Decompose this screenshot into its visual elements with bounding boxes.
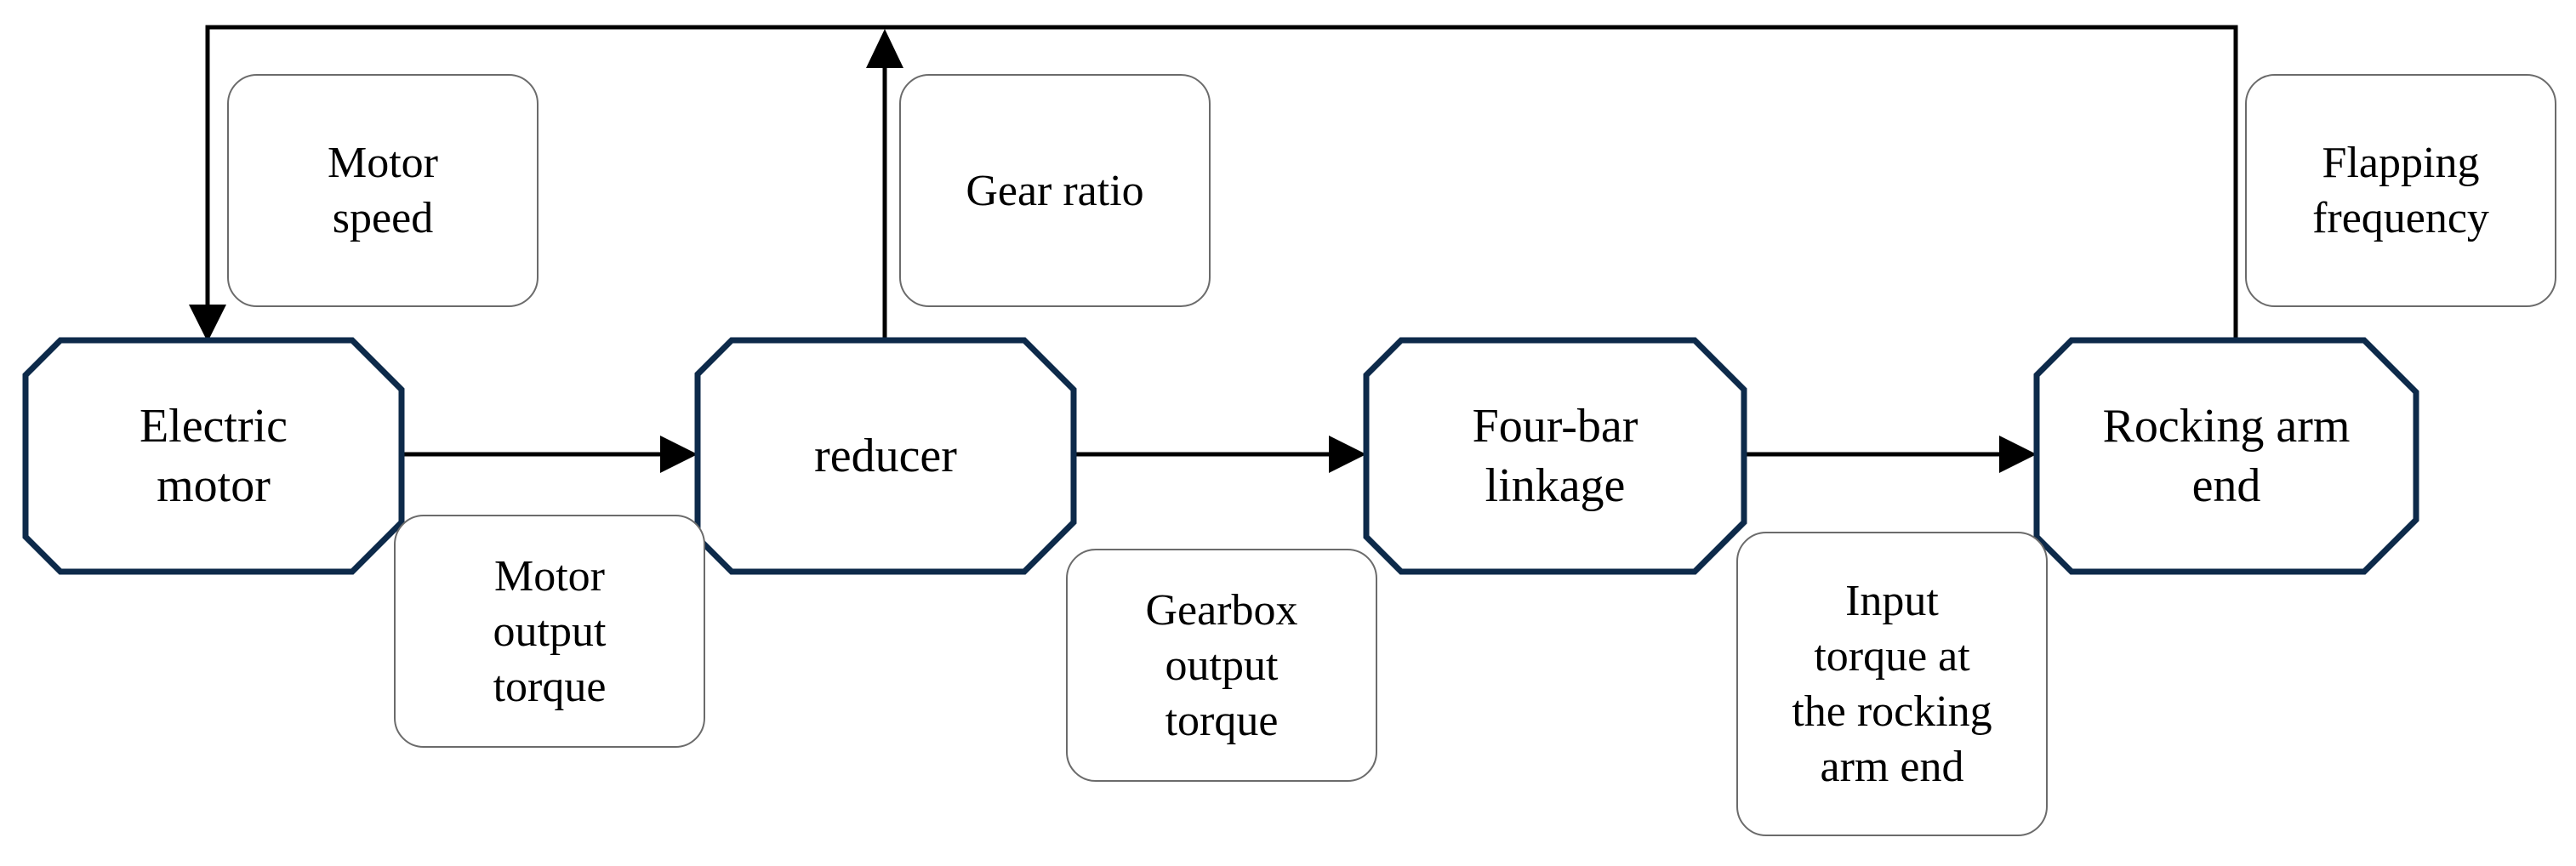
gear-ratio-label: Gear ratio — [966, 166, 1144, 215]
motor-output-torque-box — [394, 515, 705, 748]
reducer-up-arrowhead — [866, 29, 903, 68]
reducer-label: reducer — [814, 430, 957, 482]
motor-speed-box — [227, 74, 539, 307]
feedback-arrowhead — [189, 305, 226, 342]
arrow-linkage-to-arm-head — [1999, 436, 2037, 473]
input-torque-box — [1736, 532, 2048, 836]
rocking-arm-end-block — [2033, 337, 2419, 575]
electric-motor-block — [22, 337, 405, 575]
motor-speed-label: Motor speed — [328, 139, 438, 242]
input-torque-label: Input torque at the rocking arm end — [1792, 577, 1992, 791]
arrow-motor-to-reducer-head — [660, 436, 698, 473]
arrow-reducer-to-linkage-head — [1329, 436, 1366, 473]
motor-output-torque-label: Motor output torque — [493, 551, 607, 711]
gear-ratio-box — [899, 74, 1211, 307]
rocking-arm-end-label: Rocking arm end — [2102, 400, 2351, 512]
feedback-loop-line — [205, 25, 2238, 342]
four-bar-linkage-label: Four-bar linkage — [1472, 400, 1638, 512]
electric-motor-label: Electric motor — [139, 400, 288, 512]
flapping-frequency-box — [2245, 74, 2556, 307]
flapping-frequency-label: Flapping frequency — [2312, 139, 2489, 242]
reducer-block — [694, 337, 1077, 575]
gearbox-output-torque-box — [1066, 549, 1377, 782]
gearbox-output-torque-label: Gearbox output torque — [1145, 585, 1298, 745]
four-bar-linkage-block — [1363, 337, 1747, 575]
